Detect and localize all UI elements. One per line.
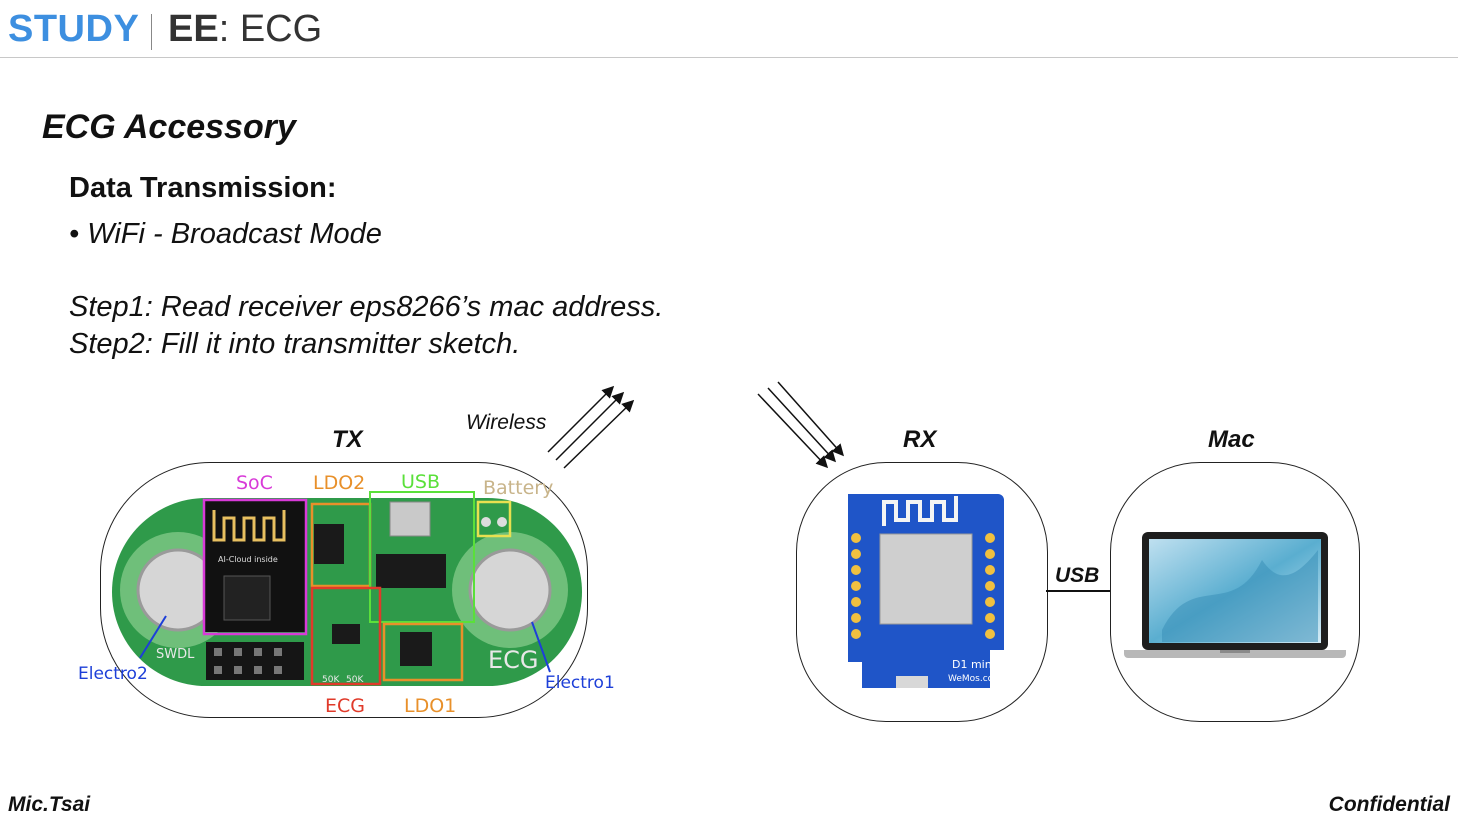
ldo2-label: LDO2 xyxy=(313,472,365,494)
ldo2-chip xyxy=(314,524,344,564)
d1-antenna-trace xyxy=(884,496,956,526)
electro2-label: Electro2 xyxy=(78,664,148,684)
tx-wave-arrow xyxy=(548,388,612,452)
rx-board-illustration: D1 mini WeMos.cc xyxy=(840,490,1010,695)
step-1: Step1: Read receiver eps8266’s mac addre… xyxy=(69,291,663,324)
electro1-label: Electro1 xyxy=(545,673,615,693)
battery-pad xyxy=(497,517,507,527)
tx-wave-arrow xyxy=(564,402,632,468)
slide-subtitle: Data Transmission: xyxy=(69,172,337,205)
electrode-right xyxy=(470,550,550,630)
silk-ecg-text: ECG xyxy=(488,646,539,674)
ldo1-chip xyxy=(400,632,432,666)
header-divider xyxy=(151,14,152,50)
tx-wave-arrow xyxy=(556,394,622,460)
slide-title: ECG Accessory xyxy=(42,108,296,147)
topic-bold: EE xyxy=(168,8,219,50)
macbook-illustration xyxy=(1122,530,1348,662)
usb-link-label: USB xyxy=(1055,564,1099,588)
ecg-label: ECG xyxy=(325,695,365,717)
mac-title: Mac xyxy=(1208,426,1255,454)
footer-confidential: Confidential xyxy=(1329,793,1450,817)
topic-rest: : ECG xyxy=(219,8,322,50)
step-2: Step2: Fill it into transmitter sketch. xyxy=(69,328,520,361)
usb-bridge-chip xyxy=(376,554,446,588)
tx-board-illustration: AI-Cloud inside ECG SWDL 50K 50K xyxy=(100,462,590,722)
esp-module-shield xyxy=(880,534,972,624)
tx-title: TX xyxy=(332,426,363,454)
d1-name-text: D1 mini xyxy=(952,658,995,671)
rx-wave-arrow xyxy=(758,394,826,466)
soc-chip xyxy=(224,576,270,620)
rx-wave-arrow xyxy=(778,382,842,454)
pin-header xyxy=(206,642,304,680)
usb-component-label: USB xyxy=(401,471,440,493)
battery-pad xyxy=(481,517,491,527)
d1-brand-text: WeMos.cc xyxy=(948,674,993,684)
soc-label: SoC xyxy=(236,472,273,494)
ai-cloud-text: AI-Cloud inside xyxy=(218,555,278,564)
footer-author: Mic.Tsai xyxy=(8,793,90,817)
silk-swdl-text: SWDL xyxy=(156,647,195,662)
usb-connector xyxy=(390,502,430,536)
brand-label: STUDY xyxy=(8,8,139,51)
battery-label: Battery xyxy=(483,477,553,499)
bullet-wifi: • WiFi - Broadcast Mode xyxy=(69,218,382,251)
ldo1-label: LDO1 xyxy=(404,695,456,717)
topic-label: EE: ECG xyxy=(168,8,322,51)
rx-title: RX xyxy=(903,426,936,454)
d1-usb-port xyxy=(896,676,928,688)
ecg-chip xyxy=(332,624,360,644)
rx-wave-arrow xyxy=(768,388,834,460)
laptop-notch xyxy=(1220,650,1250,653)
